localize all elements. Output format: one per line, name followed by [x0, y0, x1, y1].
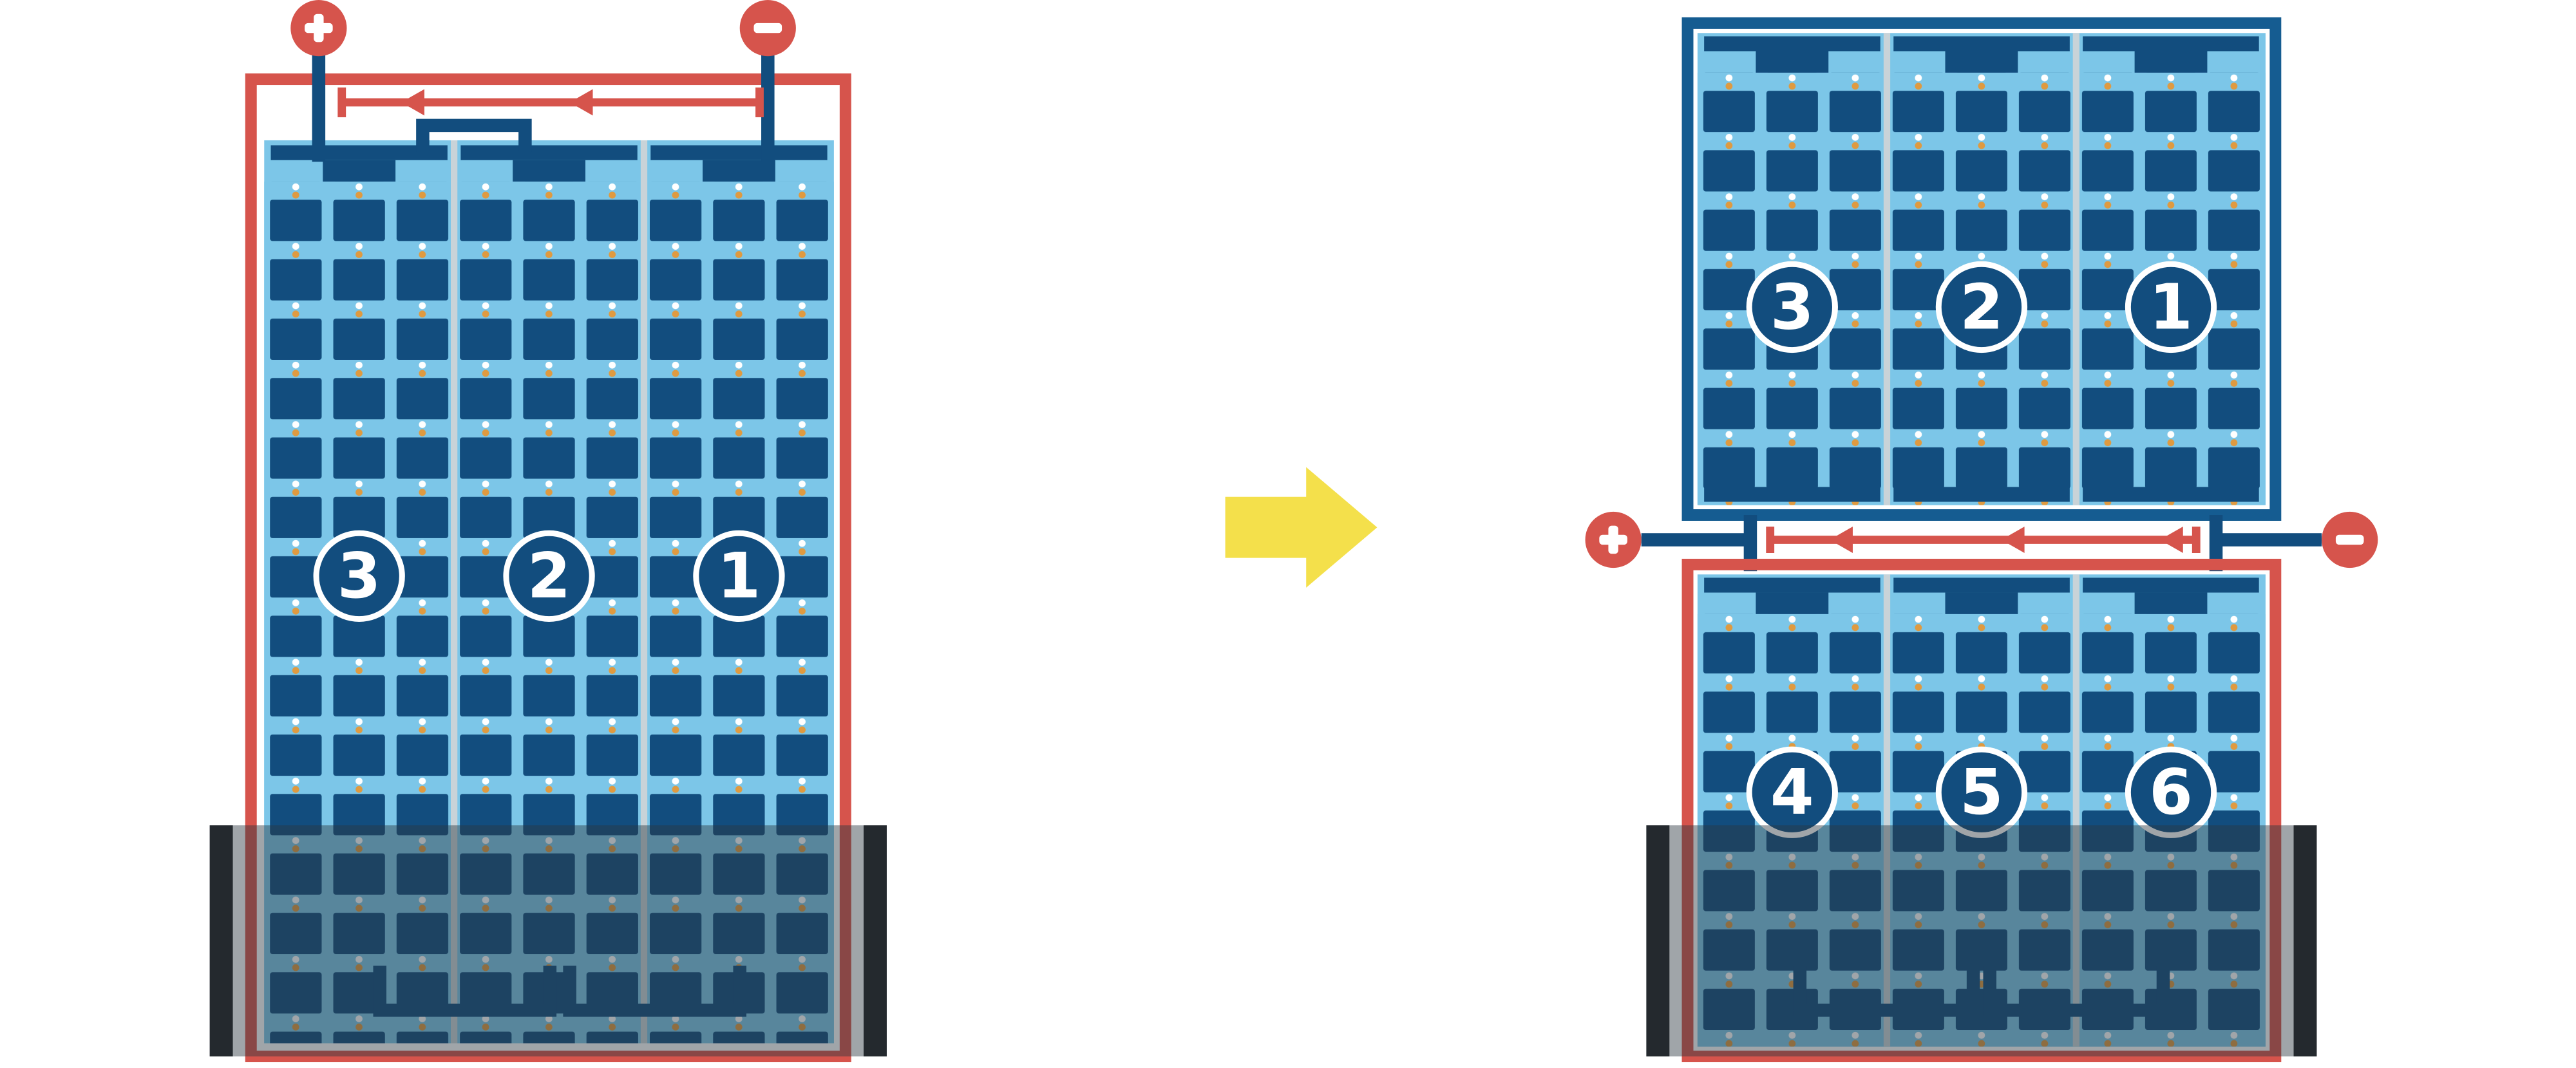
module-badge [1935, 746, 2028, 838]
right-bottom-tab-3 [2134, 592, 2208, 614]
right-junction [1585, 511, 2378, 572]
left-flow-arrow-icon-2 [569, 89, 593, 116]
module-badge [1935, 261, 2028, 353]
right-flow-arrow-icon-3 [2159, 526, 2183, 553]
right-flow-arrow-icon-1 [1830, 526, 1853, 553]
module-label: 1 [717, 539, 761, 612]
right-bottom-tab-2 [1945, 592, 2018, 614]
module-label: 5 [1960, 756, 2003, 829]
shade-side-bar-left [209, 825, 233, 1057]
series-link-bottom-2 [1983, 966, 2170, 1017]
module-badge [503, 530, 595, 623]
module-badge [1746, 746, 1838, 838]
shade-overlay [1646, 825, 2317, 1057]
shade-side-bar-left [1646, 825, 1670, 1057]
right-positive-stem [1641, 533, 1750, 547]
left-negative-stem [761, 49, 775, 162]
right-bottom-tab-1 [1756, 592, 1829, 614]
left-negative-terminal [739, 0, 796, 57]
module-label: 2 [1960, 270, 2003, 343]
right-flow-arrow-icon-2 [2001, 526, 2025, 553]
right-bottom-busbar-3 [2083, 577, 2259, 593]
minus-icon [753, 23, 782, 33]
right-top-array: 3 2 1 [1681, 17, 2282, 521]
series-link-bottom-1 [1793, 966, 1980, 1017]
right-positive-terminal [1585, 511, 1642, 568]
minus-icon [2335, 534, 2364, 545]
left-top-busbar-3 [650, 145, 828, 160]
right-bottom-array-frame [1681, 558, 2282, 1063]
right-bottom-array: 4 5 6 [1646, 558, 2317, 1063]
left-positive-stem [312, 49, 326, 162]
plus-icon [305, 14, 333, 42]
module-label: 3 [1770, 270, 1814, 343]
shade-side-bar-right [864, 825, 887, 1057]
right-top-busbar-2 [1893, 36, 2070, 52]
right-top-tab-2 [1945, 51, 2018, 73]
right-bottom-busbar-1 [1704, 577, 1880, 593]
right-bottom-busbar-2 [1893, 577, 2070, 593]
module-badge [2125, 261, 2217, 353]
right-negative-stem [2216, 533, 2322, 547]
shade-side-bar-right [2293, 825, 2317, 1057]
shade-overlay [209, 825, 887, 1057]
left-array: 3 2 1 [209, 0, 887, 1063]
right-top-bottom-busbar-1 [1704, 487, 1880, 502]
transform-arrow-icon [1225, 467, 1378, 588]
right-junction-stub-right [2209, 515, 2223, 572]
right-negative-terminal [2322, 511, 2378, 568]
right-top-tab-1 [1756, 51, 1829, 73]
module-badge [693, 530, 785, 623]
plus-icon [1599, 525, 1627, 554]
left-top-tab-3 [703, 160, 775, 182]
right-top-array-frame [1681, 17, 2282, 521]
module-label: 2 [527, 539, 571, 612]
module-label: 6 [2149, 756, 2193, 829]
right-top-bottom-busbar-3 [2083, 487, 2259, 502]
right-top-busbar-1 [1704, 36, 1880, 52]
module-badge [1746, 261, 1838, 353]
right-junction-stub-left [1743, 515, 1757, 572]
left-top-tab-2 [513, 160, 585, 182]
right-top-tab-3 [2134, 51, 2208, 73]
right-top-busbar-3 [2083, 36, 2259, 52]
left-array-frame [245, 73, 851, 1063]
module-label: 4 [1770, 756, 1814, 829]
left-top-busbar-2 [460, 145, 638, 160]
series-link-bottom-1 [373, 966, 557, 1017]
right-top-bottom-busbar-2 [1893, 487, 2070, 502]
module-label: 1 [2149, 270, 2193, 343]
left-positive-terminal [290, 0, 347, 57]
module-badge [2125, 746, 2217, 838]
left-top-tab-1 [323, 160, 396, 182]
module-badge [313, 530, 405, 623]
left-flow-arrow-icon-1 [401, 89, 424, 116]
series-link-bottom-2 [563, 966, 746, 1017]
series-link-top [416, 118, 532, 152]
module-label: 3 [337, 539, 381, 612]
